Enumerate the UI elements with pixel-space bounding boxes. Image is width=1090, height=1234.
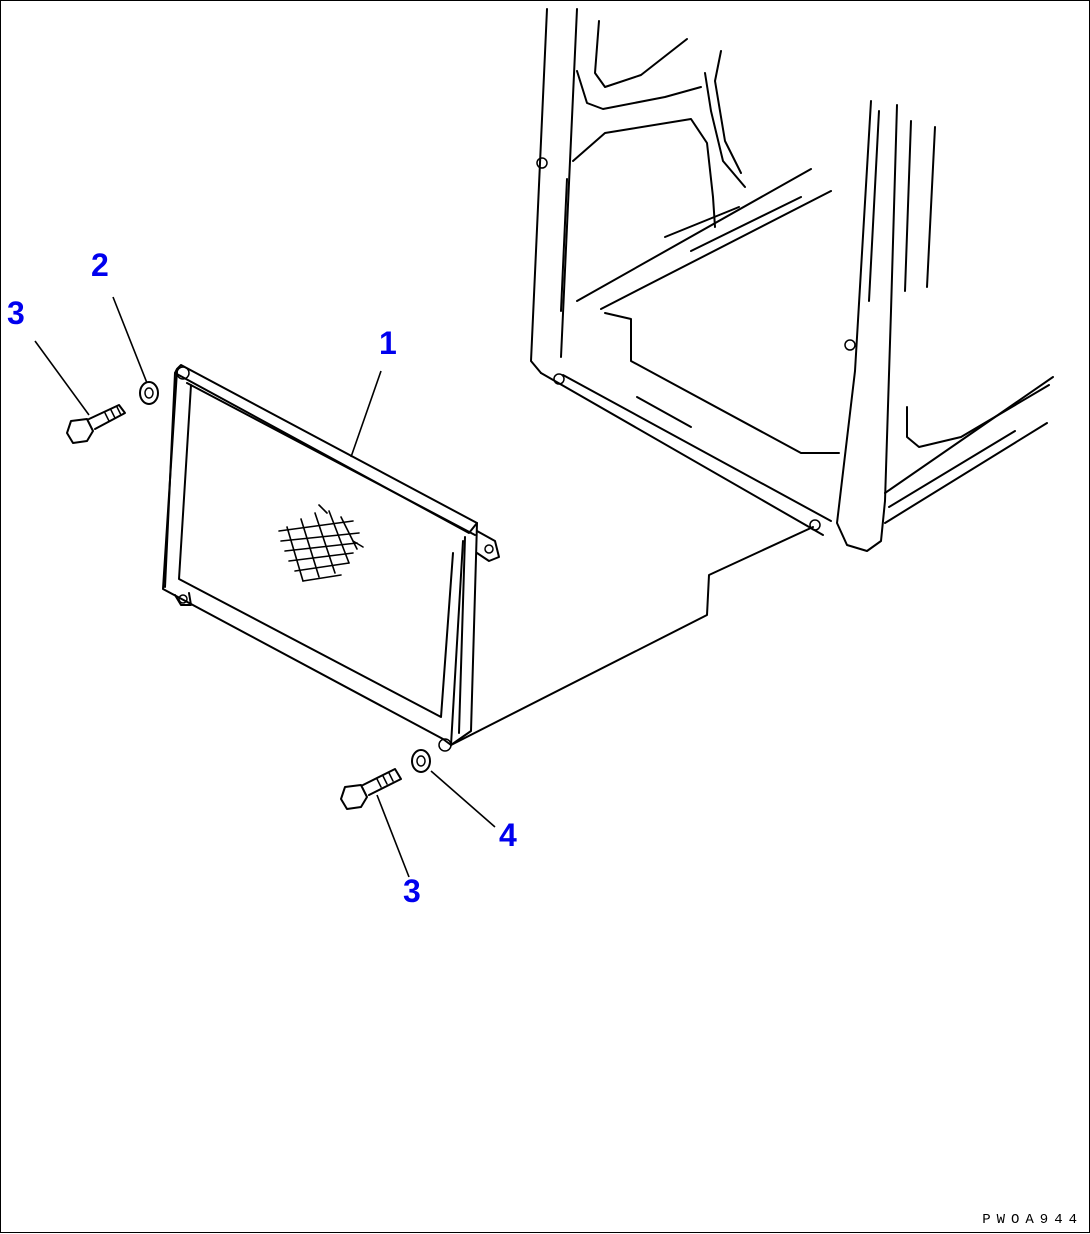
callout-1: 1	[379, 325, 397, 361]
bolt-upper	[66, 404, 126, 444]
drawing-code: PWOA944	[982, 1212, 1083, 1228]
mesh-hatch	[278, 504, 364, 582]
callout-3-lower: 3	[403, 873, 421, 909]
washer-lower	[411, 749, 431, 773]
washer-upper	[139, 381, 159, 405]
filter-screen-assembly	[162, 364, 500, 752]
cab-frame	[450, 8, 1054, 746]
callout-4: 4	[499, 817, 517, 853]
bolt-lower	[340, 768, 402, 810]
leader-lines	[34, 296, 496, 878]
callout-2: 2	[91, 247, 109, 283]
callout-3-upper: 3	[7, 295, 25, 331]
